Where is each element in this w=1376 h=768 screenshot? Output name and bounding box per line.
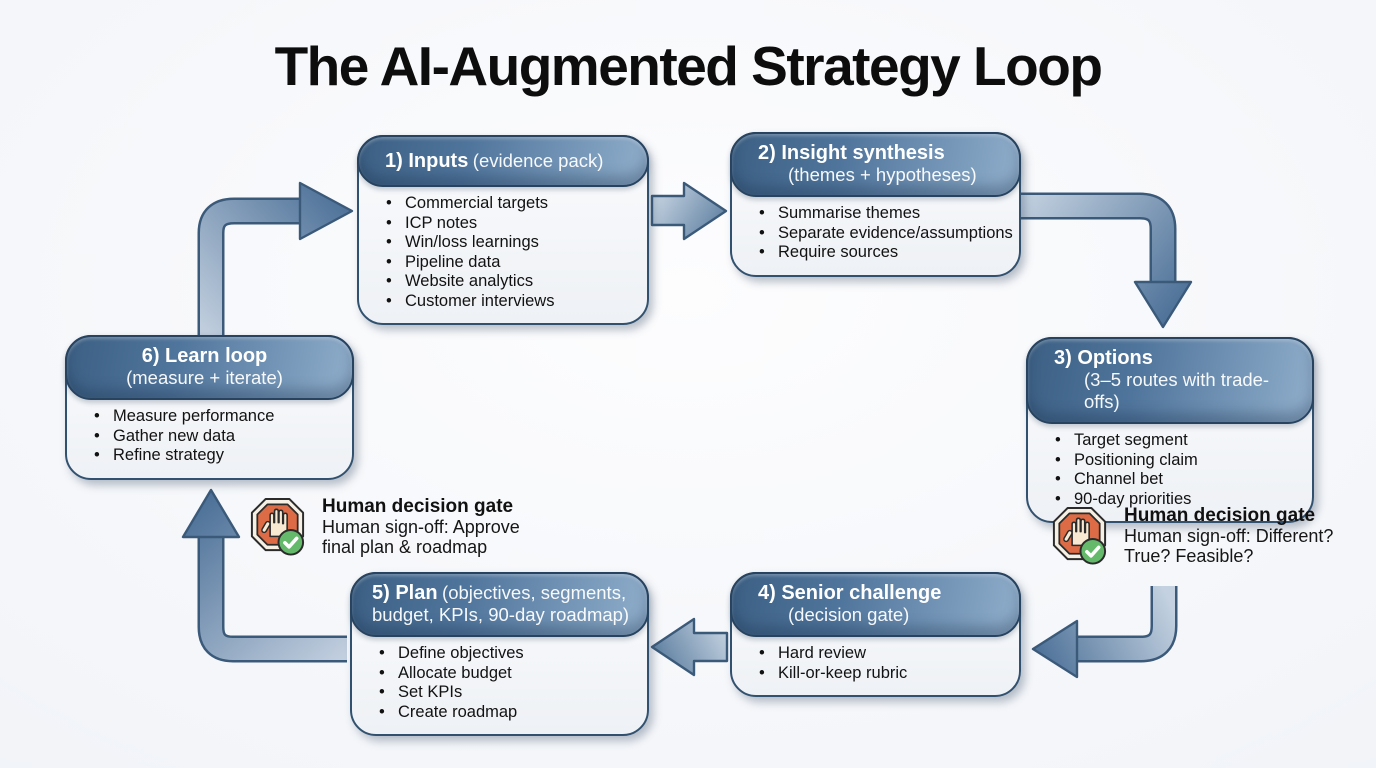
stage-box-insight-synthesis: 2) Insight synthesis (themes + hypothese… — [730, 132, 1021, 277]
bullet-item: Channel bet — [1028, 470, 1306, 490]
bullet-item: ICP notes — [359, 214, 641, 234]
bullet-item: Create roadmap — [352, 703, 641, 723]
bullet-item: Website analytics — [359, 272, 641, 292]
gate-title: Human decision gate — [1124, 505, 1316, 526]
stage-bullet-list: Summarise themesSeparate evidence/assump… — [732, 195, 1019, 275]
stage-header: 5) Plan (objectives, segments, budget, K… — [350, 572, 649, 637]
stage-box-plan: 5) Plan (objectives, segments, budget, K… — [350, 572, 649, 736]
diagram-title: The AI-Augmented Strategy Loop — [274, 35, 1103, 97]
bullet-item: Win/loss learnings — [359, 233, 641, 253]
bullet-item: Customer interviews — [359, 292, 641, 312]
stage-box-learn-loop: 6) Learn loop (measure + iterate) Measur… — [65, 335, 354, 480]
stage-title: 2) Insight synthesis — [758, 142, 945, 164]
stage-subtitle: (measure + iterate) — [126, 367, 283, 388]
stage-box-options: 3) Options (3–5 routes with trade-offs) … — [1026, 337, 1314, 523]
gate-title: Human decision gate — [322, 496, 514, 517]
bullet-item: Separate evidence/assumptions — [732, 224, 1013, 244]
bullet-item: Define objectives — [352, 644, 641, 664]
bullet-item: Kill-or-keep rubric — [732, 664, 1013, 684]
gate-text: Human sign-off: Different? True? Feasibl… — [1124, 526, 1334, 566]
stage-header: 3) Options (3–5 routes with trade-offs) — [1026, 337, 1314, 424]
human-decision-gate-plan: Human decision gate Human sign-off: Appr… — [246, 496, 530, 559]
bullet-item: Measure performance — [67, 407, 346, 427]
arrow-challenge-to-plan-icon — [650, 617, 729, 677]
stage-subtitle: (themes + hypotheses) — [788, 164, 977, 185]
bullet-item: Positioning claim — [1028, 451, 1306, 471]
stage-title: 4) Senior challenge — [758, 582, 942, 604]
stage-box-inputs: 1) Inputs (evidence pack) Commercial tar… — [357, 135, 649, 325]
stage-header: 4) Senior challenge (decision gate) — [730, 572, 1021, 637]
bullet-item: Commercial targets — [359, 194, 641, 214]
arrow-inputs-to-synthesis-icon — [650, 181, 728, 241]
bullet-item: Summarise themes — [732, 204, 1013, 224]
stage-title: 3) Options — [1054, 347, 1153, 369]
arrow-synthesis-to-options-icon — [1012, 192, 1193, 329]
stage-title: 1) Inputs — [385, 150, 469, 172]
stage-box-senior-challenge: 4) Senior challenge (decision gate) Hard… — [730, 572, 1021, 697]
stage-subtitle: (decision gate) — [788, 604, 910, 625]
stage-subtitle: (3–5 routes with trade-offs) — [1084, 369, 1270, 412]
stop-hand-check-icon — [1052, 506, 1107, 565]
stage-bullet-list: Commercial targetsICP notesWin/loss lear… — [359, 185, 647, 323]
bullet-item: Gather new data — [67, 427, 346, 447]
gate-copy: Human decision gate Human sign-off: Diff… — [1124, 505, 1352, 566]
bullet-item: Require sources — [732, 243, 1013, 263]
stage-bullet-list: Hard reviewKill-or-keep rubric — [732, 635, 1019, 695]
arrow-options-to-challenge-icon — [1031, 586, 1178, 679]
bullet-item: Target segment — [1028, 431, 1306, 451]
bullet-item: Pipeline data — [359, 253, 641, 273]
stage-bullet-list: Measure performanceGather new dataRefine… — [67, 398, 352, 478]
bullet-item: Refine strategy — [67, 446, 346, 466]
bullet-item: Allocate budget — [352, 664, 641, 684]
stage-bullet-list: Define objectivesAllocate budgetSet KPIs… — [352, 635, 647, 734]
stage-subtitle: (evidence pack) — [472, 150, 604, 171]
bullet-item: 90-day priorities — [1028, 490, 1306, 510]
bullet-item: Set KPIs — [352, 683, 641, 703]
stage-header: 2) Insight synthesis (themes + hypothese… — [730, 132, 1021, 197]
stop-hand-check-icon — [250, 497, 305, 556]
human-decision-gate-options: Human decision gate Human sign-off: Diff… — [1048, 505, 1352, 568]
bullet-item: Hard review — [732, 644, 1013, 664]
stage-header: 6) Learn loop (measure + iterate) — [65, 335, 354, 400]
arrow-learn-to-inputs-icon — [197, 181, 354, 339]
stage-subtitle: (objectives, segments, budget, KPIs, 90-… — [372, 582, 630, 625]
stage-bullet-list: Target segmentPositioning claimChannel b… — [1028, 422, 1312, 521]
stage-title: 5) Plan — [372, 582, 438, 604]
stage-title: 6) Learn loop — [141, 345, 268, 367]
stage-header: 1) Inputs (evidence pack) — [357, 135, 649, 187]
arrow-plan-to-learn-icon — [181, 488, 347, 663]
gate-copy: Human decision gate Human sign-off: Appr… — [322, 496, 530, 557]
gate-text: Human sign-off: Approve final plan & roa… — [322, 517, 520, 557]
